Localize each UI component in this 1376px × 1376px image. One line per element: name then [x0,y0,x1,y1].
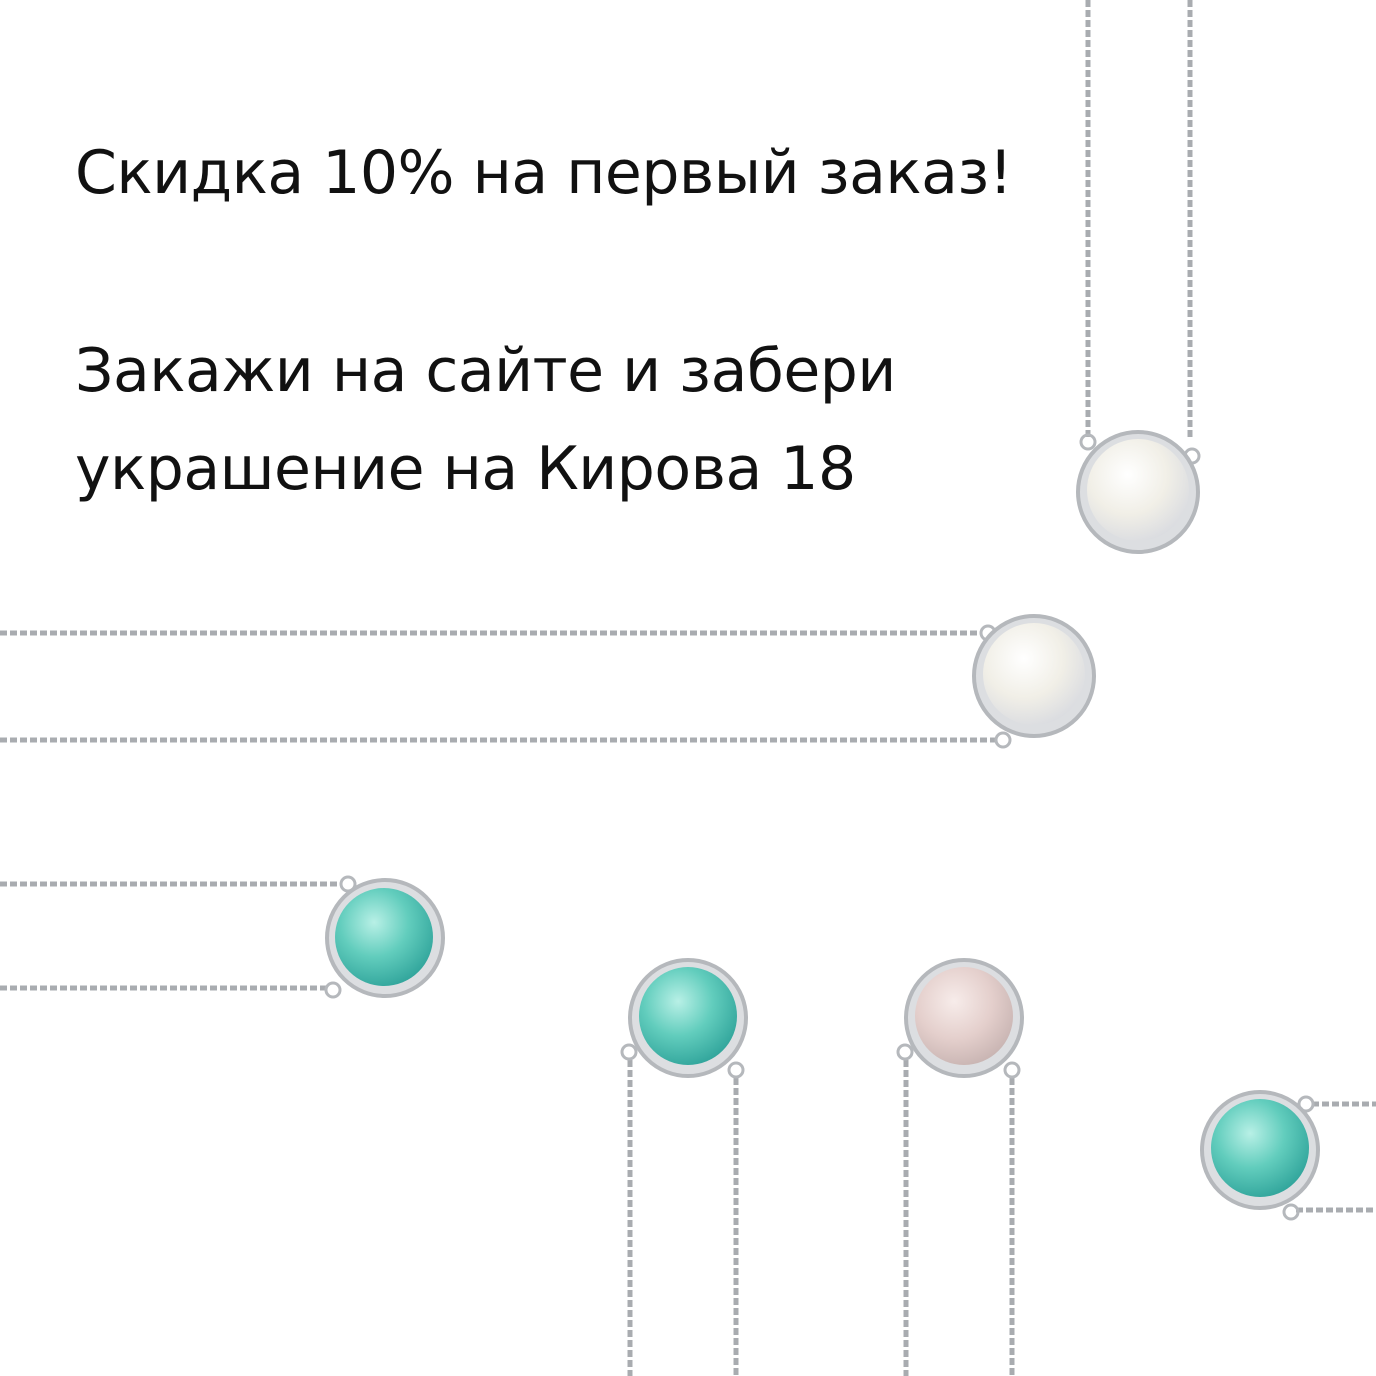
chain-ring [620,1043,638,1061]
chalcedony-pendant-center [620,958,748,1376]
chalcedony-pendant-right [1200,1090,1376,1221]
chain-ring [896,1043,914,1061]
rose-quartz-pendant [896,958,1024,1376]
chain-ring [324,981,342,999]
chalcedony-pendant-left [0,875,445,999]
moonstone-gem [983,623,1085,725]
chain-ring [1297,1095,1315,1113]
chain-ring [1079,433,1097,451]
discount-headline: Скидка 10% на первый заказ! [75,138,1013,208]
chain-ring [1003,1061,1021,1079]
chain-ring [727,1061,745,1079]
chalcedony-gem [639,967,737,1065]
chain-ring [994,731,1012,749]
chalcedony-gem [335,888,433,986]
moonstone-pendant-horizontal [0,614,1096,749]
chalcedony-gem [1211,1099,1309,1197]
rose-quartz-gem [915,967,1013,1065]
moonstone-gem [1087,439,1189,541]
chain-ring [1282,1203,1300,1221]
pickup-text-line-2: украшение на Кирова 18 [75,434,856,504]
pickup-text-line-1: Закажи на сайте и забери [75,336,896,406]
moonstone-pendant-vertical [1076,0,1201,554]
